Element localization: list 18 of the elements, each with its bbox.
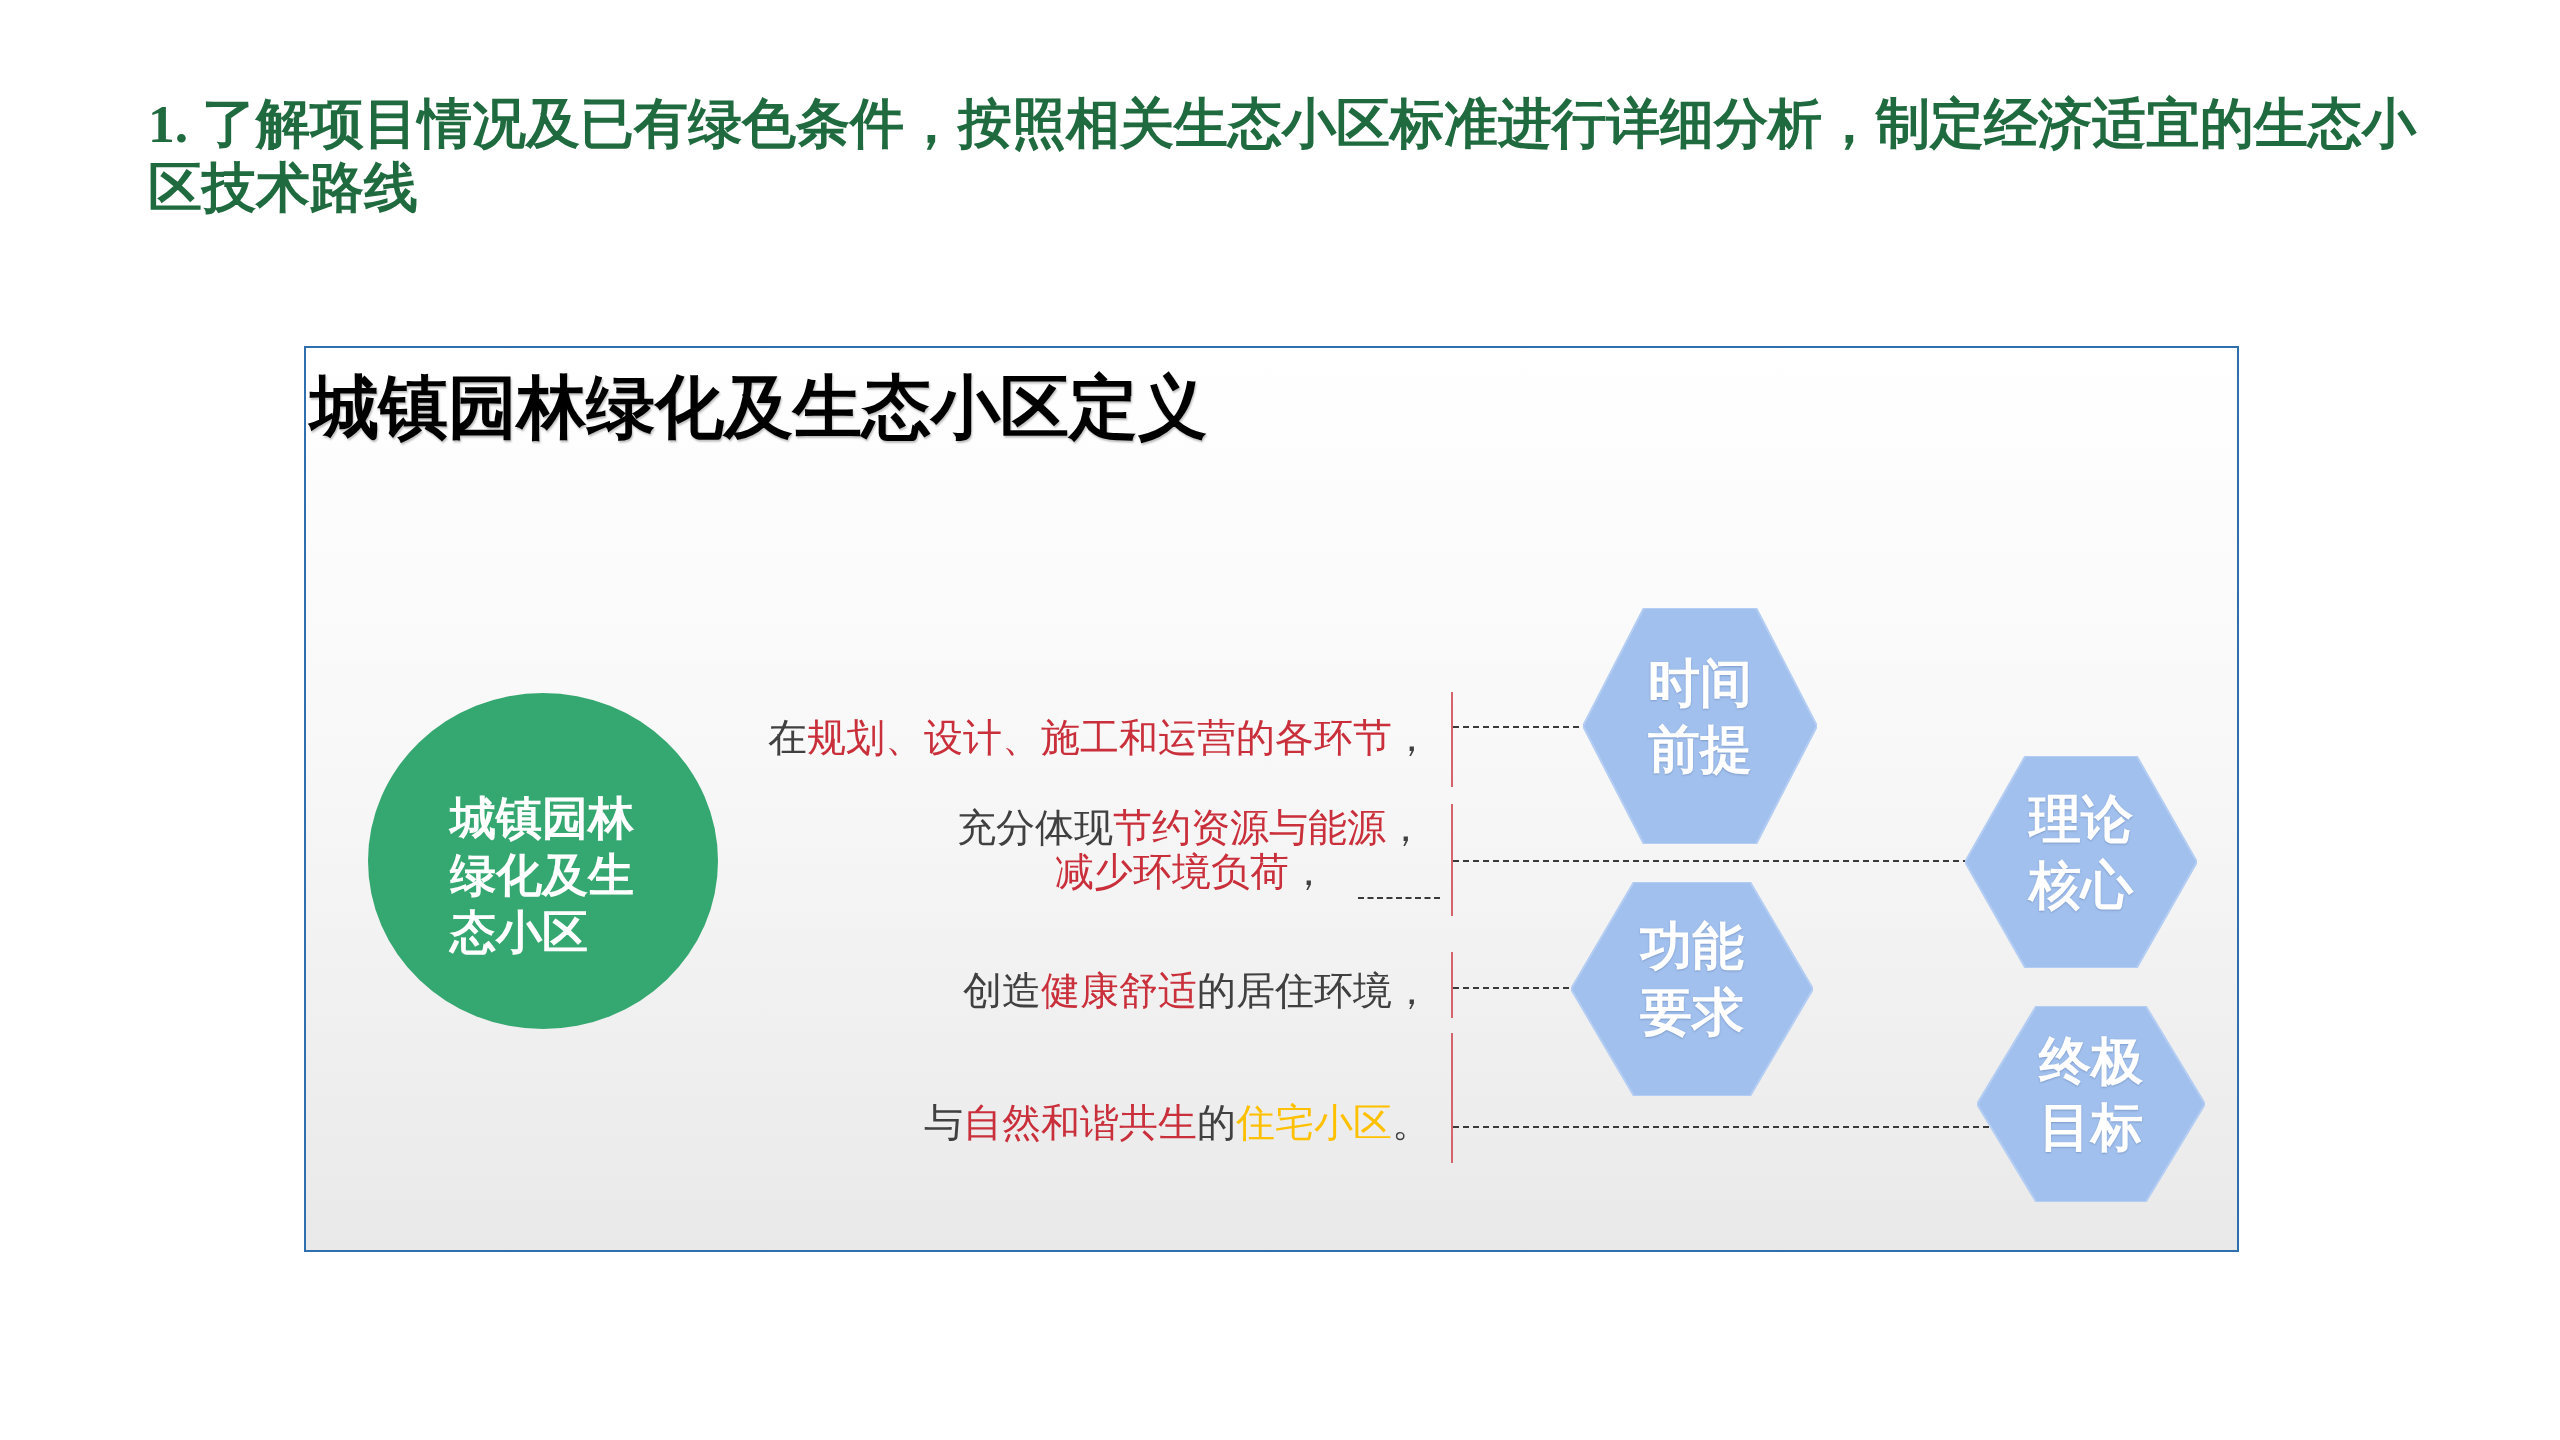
- hexagon-node: [1571, 882, 1813, 1096]
- statement-text: 创造健康舒适的居住环境，: [963, 969, 1431, 1013]
- hexagon-label: 终极目标: [2037, 1030, 2144, 1159]
- hexagon-node: [1977, 1006, 2205, 1202]
- hexagon-label: 时间前提: [1647, 652, 1753, 781]
- page-title: 1. 了解项目情况及已有绿色条件，按照相关生态小区标准进行详细分析，制定经济适宜的生态小区技术路线: [148, 93, 2418, 220]
- hexagon-label: 功能要求: [1638, 915, 1745, 1044]
- circle-label: 城镇园林绿化及生态小区: [449, 789, 635, 961]
- statement-text: 充分体现节约资源与能源，减少环境负荷，: [956, 806, 1427, 894]
- hexagon-node: [1965, 756, 2197, 968]
- dashed-connector: [1452, 860, 1967, 862]
- definition-panel: [304, 346, 2239, 1252]
- panel-heading: 城镇园林绿化及生态小区定义: [310, 366, 1207, 448]
- statement-text: 与自然和谐共生的住宅小区。: [924, 1101, 1431, 1145]
- hexagon-node: [1583, 608, 1817, 844]
- statement-text: 在规划、设计、施工和运营的各环节，: [768, 716, 1431, 760]
- dashed-connector: [1452, 1126, 1992, 1128]
- hexagon-label: 理论核心: [2027, 788, 2135, 917]
